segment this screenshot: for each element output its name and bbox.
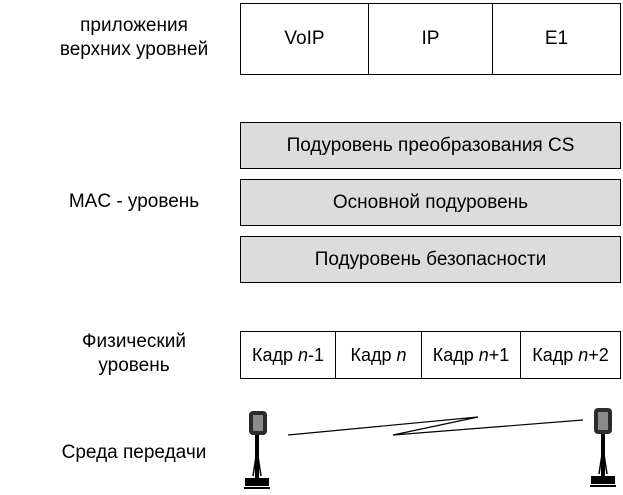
applications-row: VoIP IP E1	[240, 3, 621, 75]
radio-link-zigzag	[287, 416, 584, 436]
antenna-right-icon	[590, 408, 616, 487]
app-e1: E1	[544, 28, 569, 49]
app-voip: VoIP	[241, 4, 369, 74]
antenna-left-icon	[244, 411, 270, 489]
frames-row: Кадр n-1 Кадр n Кадр n+1 Кадр n+2	[240, 331, 621, 379]
frame-n-plus-1: Кадр n+1	[422, 332, 521, 378]
physical-layer-label: Физический уровень	[82, 331, 186, 376]
sublayer-security: Подуровень безопасности	[240, 236, 621, 283]
frame-n-plus-2: Кадр n+2	[532, 344, 609, 365]
app-ip: IP	[369, 4, 493, 74]
mac-layer-label: MAC - уровень	[68, 191, 200, 212]
medium-label: Среда передачи	[61, 442, 207, 463]
sublayer-common-part: Основной подуровень	[240, 179, 621, 226]
frame-n-minus-1: Кадр n-1	[241, 332, 336, 378]
sublayer-convergence: Подуровень преобразования CS	[240, 122, 621, 169]
frame-n: Кадр n	[336, 332, 422, 378]
upper-layer-label: приложения верхних уровней	[59, 15, 209, 60]
